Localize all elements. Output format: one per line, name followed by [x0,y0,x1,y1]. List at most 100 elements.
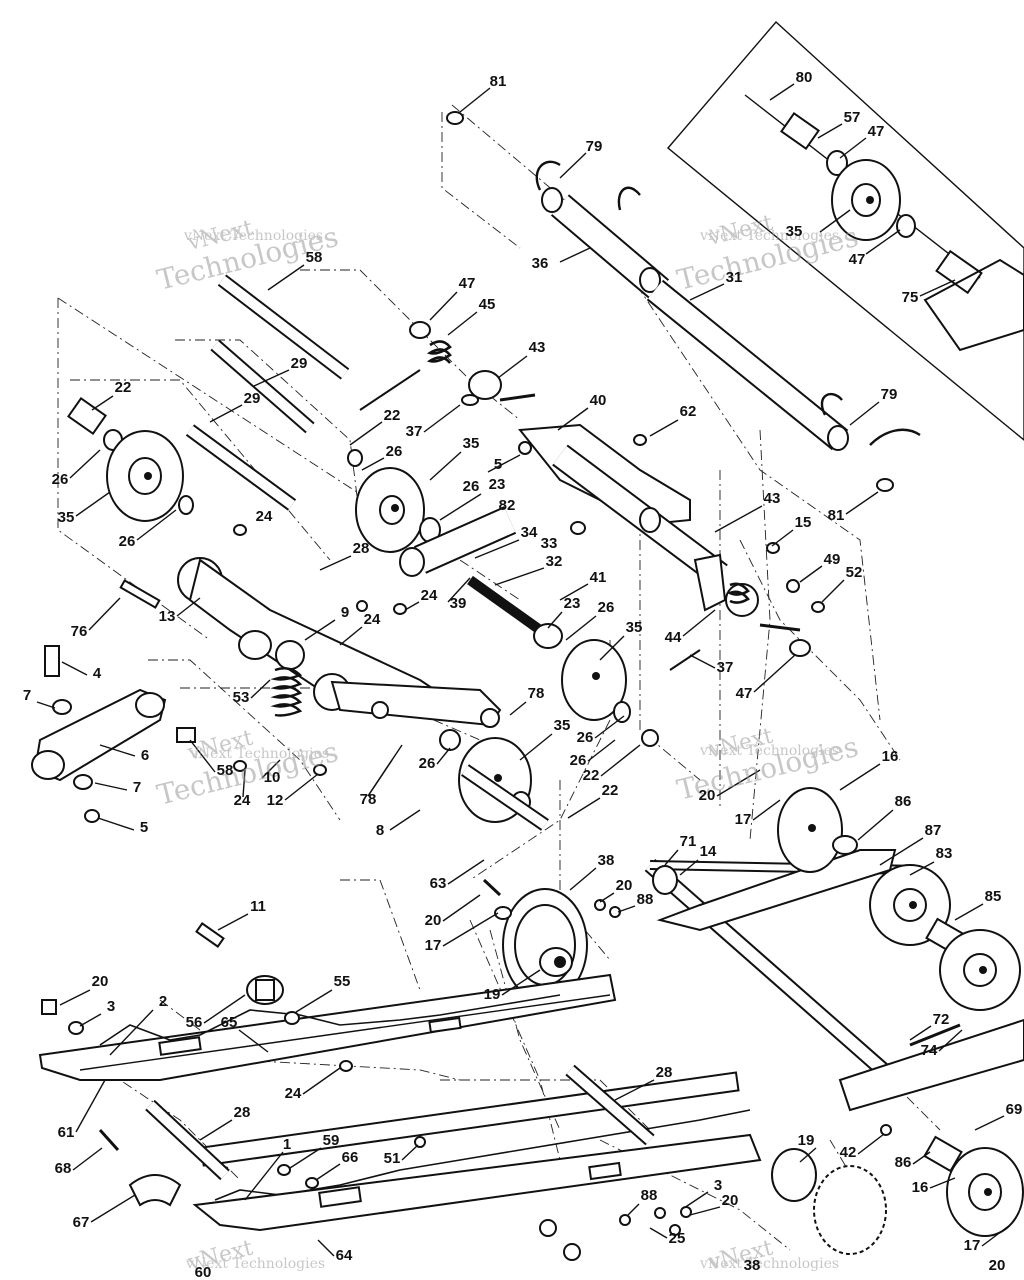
callout-76: 76 [71,623,88,640]
callout-17: 17 [735,811,752,828]
callout-82: 82 [499,497,516,514]
callout-19: 19 [798,1132,815,1149]
callout-10: 10 [264,769,281,786]
callout-53: 53 [233,689,250,706]
callout-28: 28 [353,540,370,557]
callout-20: 20 [722,1192,739,1209]
callout-67: 67 [73,1214,90,1231]
callout-6: 6 [141,747,149,764]
callout-47: 47 [459,275,476,292]
watermark-combined: vNext Technologies [183,228,323,244]
callout-47: 47 [849,251,866,268]
callout-52: 52 [846,564,863,581]
callout-55: 55 [334,973,351,990]
callout-15: 15 [795,514,812,531]
callout-19: 19 [484,986,501,1003]
link-and-fasteners [31,645,196,823]
callout-16: 16 [882,748,899,765]
callout-39: 39 [450,595,467,612]
callout-37: 37 [717,659,734,676]
callout-16: 16 [912,1179,929,1196]
watermark-combined: vNext Technologies [189,746,329,762]
left-upper-assembly [67,274,441,553]
callout-61: 61 [58,1124,75,1141]
callout-69: 69 [1006,1101,1023,1118]
callout-62: 62 [680,403,697,420]
callout-24: 24 [285,1085,302,1102]
callout-22: 22 [602,782,619,799]
callout-29: 29 [291,355,308,372]
callout-24: 24 [364,611,381,628]
callout-20: 20 [989,1257,1006,1274]
slide-rails [38,922,762,1261]
callout-26: 26 [598,599,615,616]
left-arm-assembly [119,557,502,776]
callout-labels: 8179805747354775363158474543292922223740… [23,69,1023,1280]
callout-9: 9 [341,604,349,621]
callout-86: 86 [895,793,912,810]
callout-57: 57 [844,109,861,126]
callout-26: 26 [570,752,587,769]
callout-88: 88 [637,891,654,908]
callout-26: 26 [52,471,69,488]
callout-20: 20 [425,912,442,929]
callout-68: 68 [55,1160,72,1177]
callout-45: 45 [479,296,496,313]
callout-20: 20 [699,787,716,804]
callout-26: 26 [386,443,403,460]
callout-42: 42 [840,1144,857,1161]
callout-47: 47 [868,123,885,140]
callout-51: 51 [384,1150,401,1167]
callout-13: 13 [159,608,176,625]
callout-29: 29 [244,390,261,407]
callout-26: 26 [463,478,480,495]
callout-36: 36 [532,255,549,272]
callout-14: 14 [700,843,717,860]
callout-59: 59 [323,1132,340,1149]
callout-4: 4 [93,665,102,682]
callout-5: 5 [494,456,502,473]
callout-33: 33 [541,535,558,552]
callout-28: 28 [656,1064,673,1081]
callout-79: 79 [586,138,603,155]
callout-22: 22 [583,767,600,784]
callout-81: 81 [828,507,845,524]
watermark-combined: vNext Technologies [699,743,839,759]
upper-shafts [446,111,921,492]
callout-88: 88 [641,1187,658,1204]
callout-41: 41 [590,569,607,586]
callout-86: 86 [895,1154,912,1171]
center-bracket [518,423,728,612]
callout-43: 43 [529,339,546,356]
callout-78: 78 [360,791,377,808]
callout-49: 49 [824,551,841,568]
callout-43: 43 [764,490,781,507]
watermark-combined: vNext Technologies [699,228,839,244]
callout-83: 83 [936,845,953,862]
springs-and-shock [359,321,825,671]
callout-75: 75 [902,289,919,306]
callout-23: 23 [489,476,506,493]
callout-47: 47 [736,685,753,702]
callout-26: 26 [419,755,436,772]
callout-38: 38 [598,852,615,869]
callout-1: 1 [283,1136,291,1153]
callout-17: 17 [425,937,442,954]
callout-32: 32 [546,553,563,570]
callout-22: 22 [384,407,401,424]
callout-5: 5 [140,819,148,836]
callout-17: 17 [964,1237,981,1254]
callout-79: 79 [881,386,898,403]
callout-3: 3 [107,998,115,1015]
callout-34: 34 [521,524,538,541]
callout-12: 12 [267,792,284,809]
callout-35: 35 [58,509,75,526]
callout-11: 11 [250,898,266,915]
callout-64: 64 [336,1247,353,1264]
callout-74: 74 [921,1042,938,1059]
callout-71: 71 [680,833,697,850]
callout-60: 60 [195,1264,212,1280]
callout-8: 8 [376,822,384,839]
callout-44: 44 [665,629,682,646]
callout-72: 72 [933,1011,950,1028]
